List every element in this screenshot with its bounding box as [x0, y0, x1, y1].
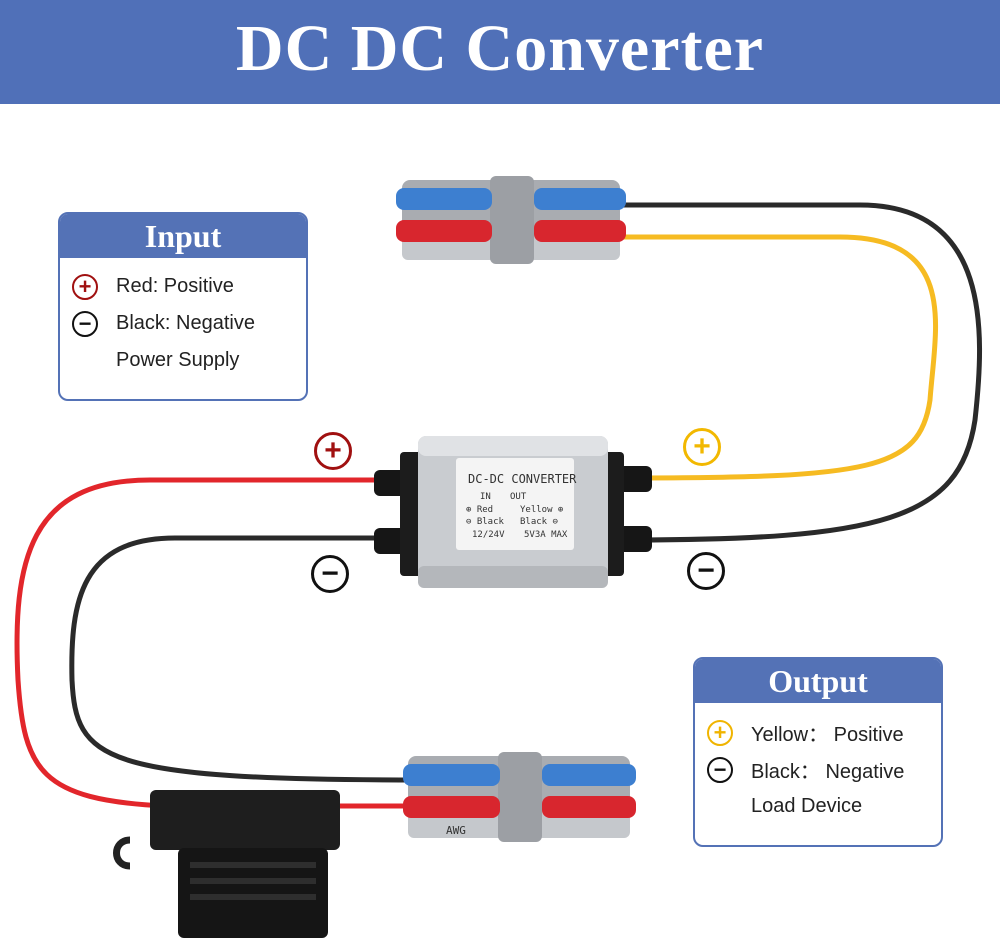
converter-title: DC-DC CONVERTER [468, 472, 577, 486]
output-row-negative: − Black： Negative [695, 751, 941, 788]
positive-icon: + [707, 719, 733, 746]
input-row-positive: + Red: Positive [60, 268, 306, 305]
page-title: DC DC Converter [235, 12, 765, 85]
output-positive-text: Yellow： Positive [751, 724, 904, 746]
connector-label: AWG [446, 824, 466, 837]
output-black-wire [612, 202, 982, 543]
input-panel-heading: Input [60, 214, 306, 258]
input-panel: Input + Red: Positive − Black: Negative … [58, 212, 308, 401]
output-negative-marker: − [687, 552, 725, 590]
input-negative-text: Black: Negative [116, 312, 255, 334]
negative-icon: − [707, 756, 733, 783]
input-red-wire [14, 477, 405, 809]
output-yellow-wire [612, 234, 939, 481]
input-black-wire [69, 535, 421, 783]
top-lever-connector [396, 176, 626, 264]
input-negative-marker: − [311, 555, 349, 593]
output-negative-text: Black： Negative [751, 761, 905, 783]
input-positive-text: Red: Positive [116, 275, 234, 297]
output-positive-marker: + [683, 428, 721, 466]
converter-in-label: IN [480, 492, 491, 502]
converter-module: DC-DC CONVERTER IN OUT ⊕ Red Yellow ⊕ ⊖ … [374, 436, 652, 588]
positive-icon: + [72, 273, 98, 300]
title-banner: DC DC Converter [0, 0, 1000, 104]
input-positive-marker: + [314, 432, 352, 470]
fuse-holder [113, 790, 340, 938]
input-row-source: Power Supply [60, 342, 306, 379]
input-source-text: Power Supply [116, 349, 240, 371]
converter-line1-right: Yellow ⊕ [520, 505, 563, 515]
output-panel-heading: Output [695, 659, 941, 703]
output-panel: Output + Yellow： Positive − Black： Negat… [693, 657, 943, 847]
output-load-text: Load Device [751, 795, 863, 817]
input-row-negative: − Black: Negative [60, 305, 306, 342]
converter-line3-left: 12/24V [472, 530, 505, 540]
converter-line3-right: 5V3A MAX [524, 530, 568, 540]
output-row-load: Load Device [695, 788, 941, 825]
converter-line1-left: ⊕ Red [466, 505, 493, 515]
converter-out-label: OUT [510, 492, 527, 502]
converter-line2-left: ⊖ Black [466, 517, 505, 527]
output-row-positive: + Yellow： Positive [695, 714, 941, 751]
negative-icon: − [72, 310, 98, 337]
bottom-lever-connector: AWG [403, 752, 636, 842]
converter-line2-right: Black ⊖ [520, 517, 558, 527]
